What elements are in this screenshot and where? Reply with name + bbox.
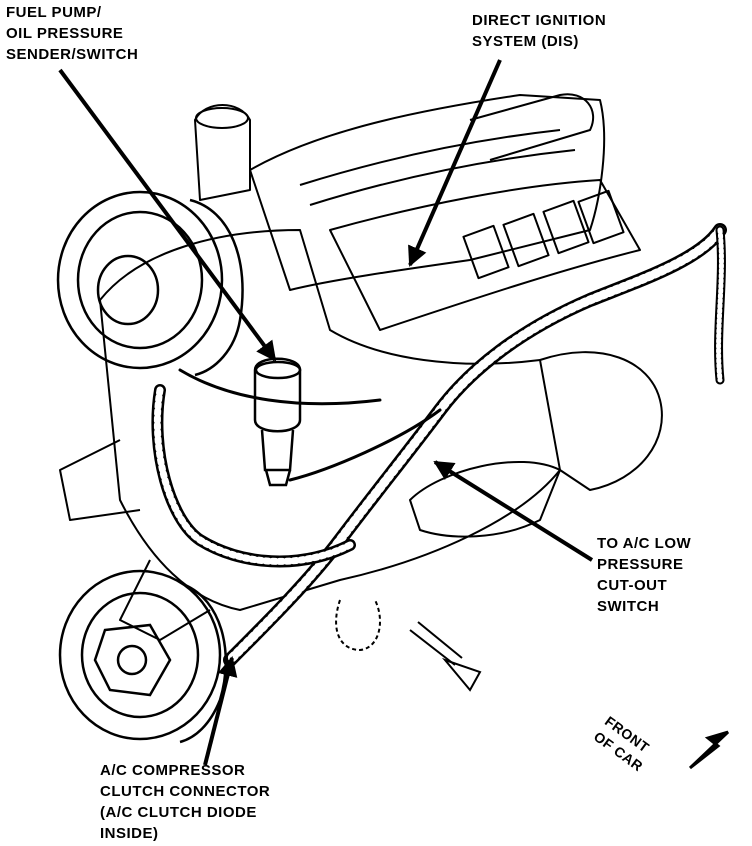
front-arrow-icon xyxy=(688,730,730,770)
wiring-harness xyxy=(151,223,727,667)
leader-lines xyxy=(58,59,594,766)
compressor-pulley xyxy=(58,569,228,744)
label-line: CUT-OUT xyxy=(597,577,668,594)
label-line: (A/C CLUTCH DIODE xyxy=(100,804,257,821)
upper-pulley xyxy=(56,190,244,377)
sender-switch xyxy=(253,357,302,487)
engine-block xyxy=(59,93,663,641)
label-line: PRESSURE xyxy=(597,556,684,573)
label-line: CLUTCH CONNECTOR xyxy=(100,783,271,800)
label-line: SYSTEM (DIS) xyxy=(472,33,579,50)
label-ac-compressor-connector: A/C COMPRESSOR CLUTCH CONNECTOR (A/C CLU… xyxy=(100,760,270,844)
label-line: A/C COMPRESSOR xyxy=(100,762,246,779)
label-line: DIRECT IGNITION xyxy=(472,12,607,29)
label-ac-low-pressure: TO A/C LOW PRESSURE CUT-OUT SWITCH xyxy=(597,533,691,617)
label-line: SWITCH xyxy=(597,598,660,615)
label-line: TO A/C LOW xyxy=(597,535,692,552)
label-line: FUEL PUMP/ xyxy=(6,4,102,21)
bolt xyxy=(335,599,482,692)
label-line: SENDER/SWITCH xyxy=(6,46,139,63)
label-direct-ignition: DIRECT IGNITION SYSTEM (DIS) xyxy=(472,10,606,52)
label-line: INSIDE) xyxy=(100,825,159,842)
label-fuel-pump-switch: FUEL PUMP/ OIL PRESSURE SENDER/SWITCH xyxy=(6,2,138,65)
label-line: OIL PRESSURE xyxy=(6,25,124,42)
